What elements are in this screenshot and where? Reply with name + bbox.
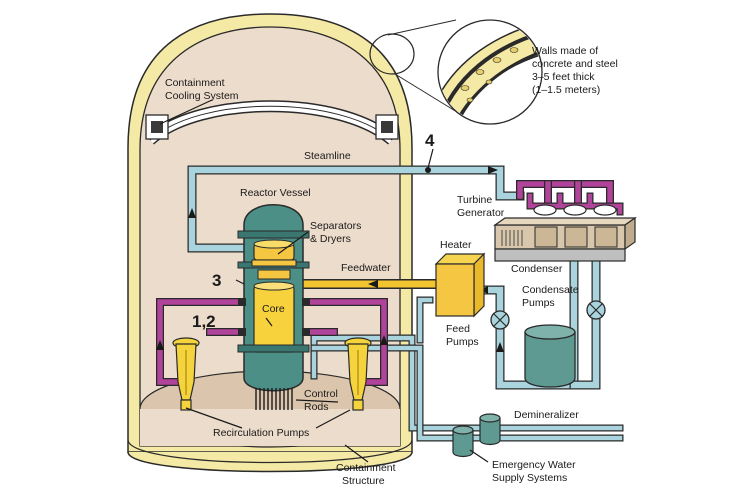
separators-label-line2: & Dryers xyxy=(310,233,351,245)
leader-lines xyxy=(159,99,489,463)
flow-arrow-icon xyxy=(496,342,504,352)
demineralizer-label: Demineralizer xyxy=(514,409,579,421)
steamline-label: Steamline xyxy=(304,150,351,162)
flow-arrow-icon xyxy=(156,340,164,350)
control-rods xyxy=(255,388,293,410)
flow-arrow-icon xyxy=(368,280,378,288)
feed-pumps-label-line2: Pumps xyxy=(446,336,479,348)
callout-point-4 xyxy=(425,167,431,173)
walls-label-line3: 3–5 feet thick xyxy=(532,71,595,83)
turbine-generator xyxy=(493,204,637,251)
core-label: Core xyxy=(262,303,285,315)
containment-cooling-label-line1: Containment xyxy=(165,77,225,89)
walls-label-line2: concrete and steel xyxy=(532,58,618,70)
containment-cooling-system xyxy=(145,100,399,145)
condensate-pumps-label-line2: Pumps xyxy=(522,297,555,309)
turbine-generator-label-line2: Generator xyxy=(457,207,505,219)
callout-3: 3 xyxy=(212,271,221,290)
walls-label-line1: Walls made of xyxy=(532,45,598,57)
feed-pumps-label-line1: Feed xyxy=(446,323,470,335)
heater xyxy=(434,252,486,318)
callout-1-2: 1,2 xyxy=(192,312,216,331)
feedwater-label: Feedwater xyxy=(341,262,391,274)
turbine-generator-label-line1: Turbine xyxy=(457,194,492,206)
feedwater-line xyxy=(297,279,441,289)
condensate-piping xyxy=(475,257,601,390)
containment-structure-label-line2: Structure xyxy=(342,475,385,487)
demineralizer xyxy=(524,324,576,388)
recirculation-pump-right xyxy=(344,337,372,411)
reactor-vessel xyxy=(237,204,310,392)
flow-arrow-icon xyxy=(188,208,196,218)
flow-arrow-icon xyxy=(380,335,388,345)
emergency-water-tanks xyxy=(452,413,501,458)
steamline xyxy=(187,165,525,253)
control-rods-label-line2: Rods xyxy=(304,401,329,413)
recirculation-pumps-label: Recirculation Pumps xyxy=(213,427,309,439)
reactor-core xyxy=(253,285,295,353)
condenser-label: Condenser xyxy=(511,263,563,275)
condensate-pumps xyxy=(490,300,606,330)
emergency-water-label-line1: Emergency Water xyxy=(492,459,576,471)
containment-structure-label-line1: Containment xyxy=(336,462,396,474)
condensate-pumps-label-line1: Condensate xyxy=(522,284,579,296)
reactor-vessel-label: Reactor Vessel xyxy=(240,187,311,199)
condenser xyxy=(494,248,626,262)
callout-4: 4 xyxy=(425,131,435,150)
control-rods-label-line1: Control xyxy=(304,388,338,400)
heater-label: Heater xyxy=(440,239,472,251)
flow-arrow-icon xyxy=(488,166,498,174)
recirculation-pump-left xyxy=(172,337,200,411)
containment-cooling-label-line2: Cooling System xyxy=(165,90,239,102)
emergency-water-label-line2: Supply Systems xyxy=(492,472,567,484)
walls-label-line4: (1–1.5 meters) xyxy=(532,84,600,96)
separators-label-line1: Separators xyxy=(310,220,361,232)
